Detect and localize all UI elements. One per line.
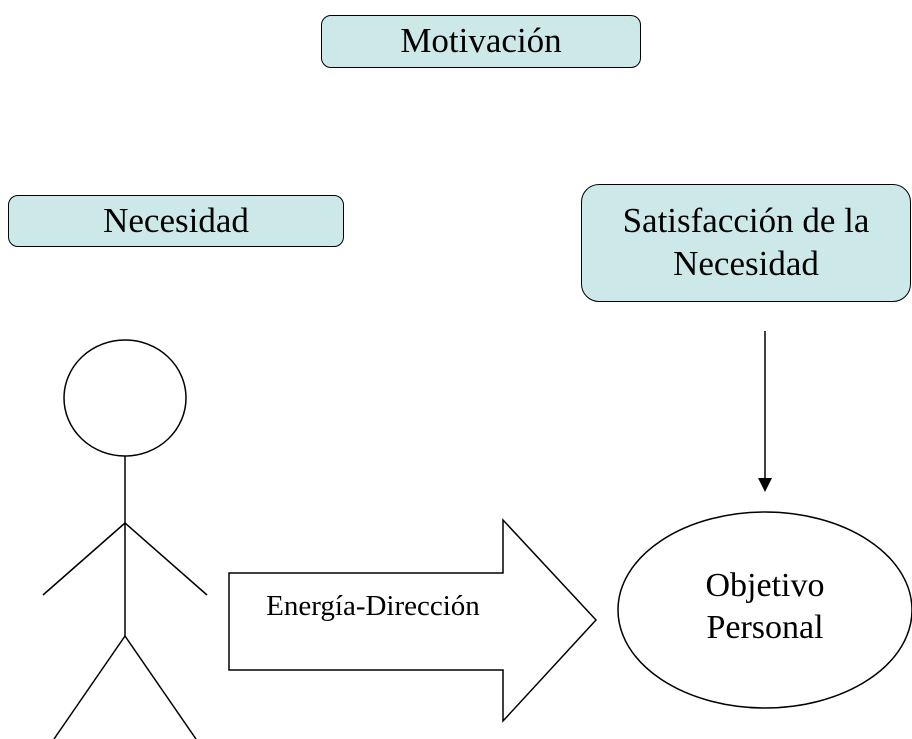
stick-figure-right-leg <box>124 635 197 739</box>
stick-figure-icon <box>42 339 208 739</box>
satisfaction-label: Satisfacción de la Necesidad <box>623 200 870 285</box>
objective-label: Objetivo Personal <box>618 565 912 649</box>
objective-ellipse <box>617 511 912 709</box>
energy-direction-label: Energía-Dirección <box>266 590 480 622</box>
stick-figure-right-arm <box>124 522 208 596</box>
stick-figure-head <box>63 339 187 457</box>
motivation-title: Motivación <box>400 21 562 61</box>
satisfaction-label-line1: Satisfacción de la <box>622 201 870 241</box>
objective-label-line2: Personal <box>706 609 824 646</box>
need-label: Necesidad <box>103 200 249 240</box>
satisfaction-label-line2: Necesidad <box>673 244 819 283</box>
stick-figure-left-arm <box>42 522 126 596</box>
down-arrow-icon <box>758 331 772 492</box>
need-box: Necesidad <box>8 195 344 247</box>
satisfaction-box: Satisfacción de la Necesidad <box>581 184 911 302</box>
stick-figure-left-leg <box>53 635 126 739</box>
block-arrow-icon <box>228 518 598 723</box>
objective-label-line1: Objetivo <box>705 567 825 604</box>
down-arrow-head <box>758 478 772 492</box>
motivation-title-box: Motivación <box>321 15 641 68</box>
